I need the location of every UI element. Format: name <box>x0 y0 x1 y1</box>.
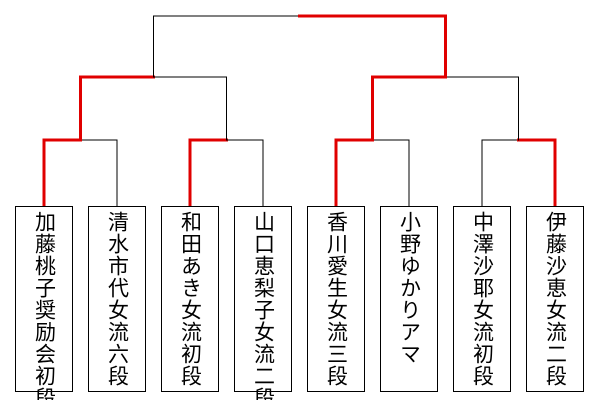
player-name: 加藤桃子奨励会初段 <box>32 211 57 400</box>
player-name: 山口恵梨子女流二段 <box>251 211 276 400</box>
player-name: 和田あき女流初段 <box>178 211 203 387</box>
player-name: 伊藤沙恵女流二段 <box>543 211 568 387</box>
player-name: 小野ゆかりアマ <box>397 211 422 365</box>
player-box-7: 中澤沙耶女流初段 <box>453 206 511 392</box>
player-box-3: 和田あき女流初段 <box>161 206 219 392</box>
player-name: 清水市代女流六段 <box>105 211 130 387</box>
player-box-6: 小野ゆかりアマ <box>380 206 438 392</box>
player-box-1: 加藤桃子奨励会初段 <box>15 206 73 400</box>
player-box-2: 清水市代女流六段 <box>88 206 146 392</box>
player-name: 中澤沙耶女流初段 <box>470 211 495 387</box>
player-name: 香川愛生女流三段 <box>324 211 349 387</box>
player-box-4: 山口恵梨子女流二段 <box>234 206 292 400</box>
player-box-8: 伊藤沙恵女流二段 <box>526 206 584 392</box>
player-box-5: 香川愛生女流三段 <box>307 206 365 392</box>
